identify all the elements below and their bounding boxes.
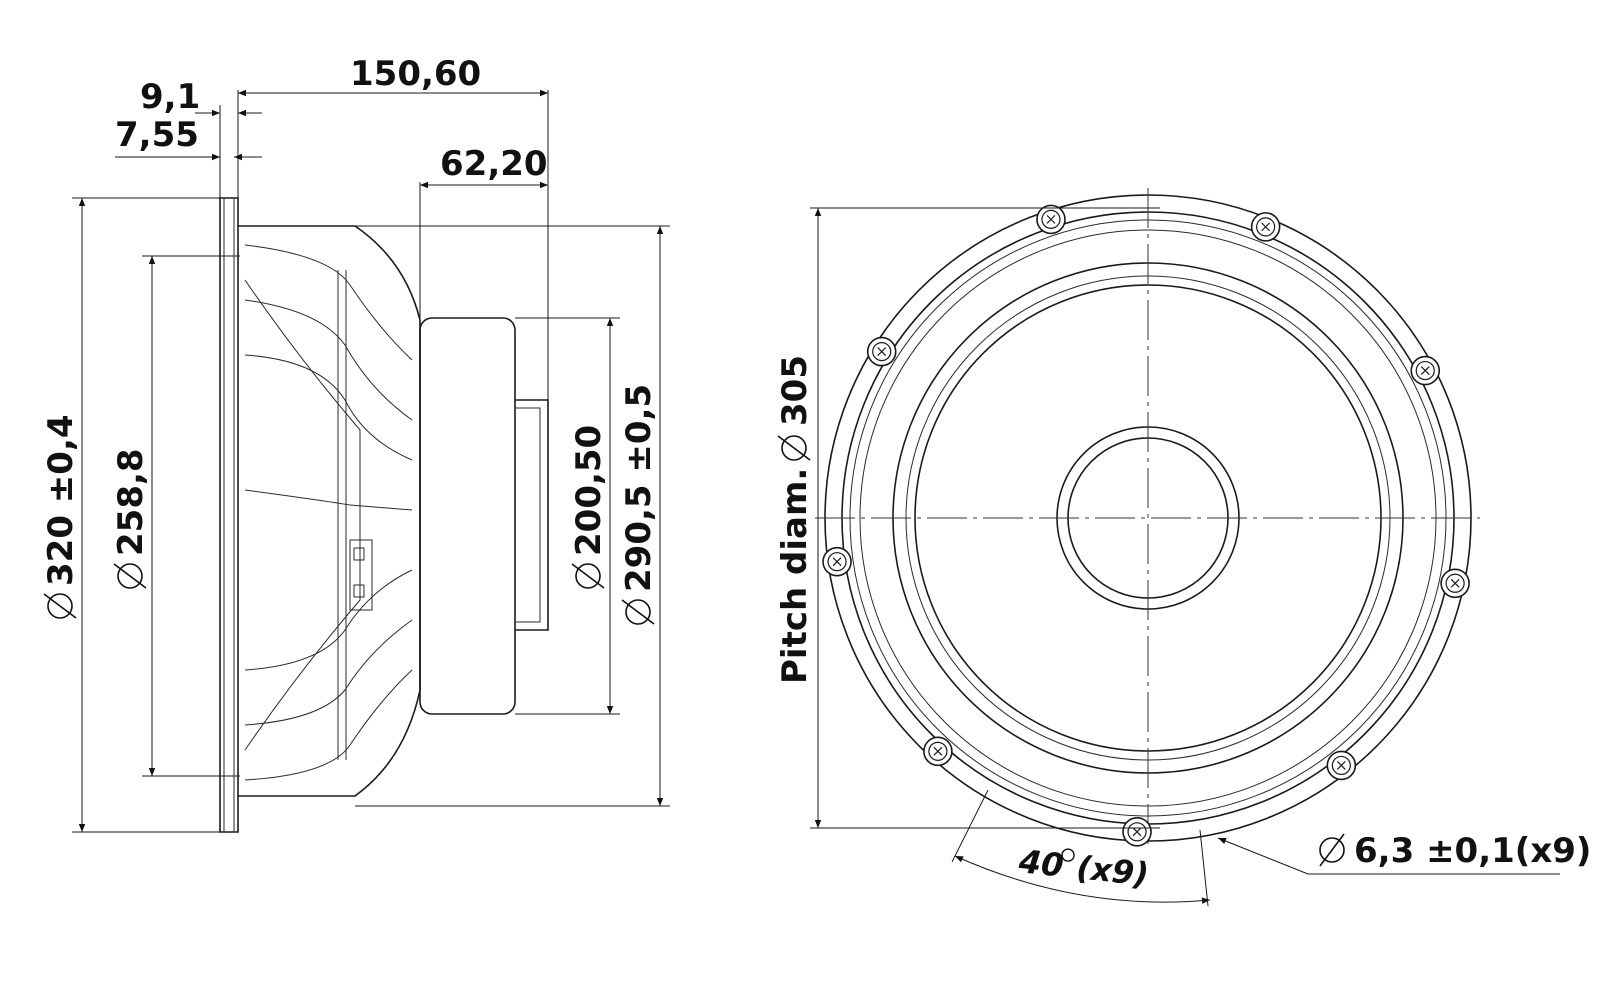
flange-thickness-label: 9,1 [140,77,200,117]
mounting-hole [1410,355,1441,386]
hole-diameter-text: 6,3 ±0,1(x9) [1319,831,1591,871]
diameter-symbol [571,563,605,589]
flange-inner [223,198,235,832]
front-dimensions: Pitch diam. 305 40 (x9) 6,3 ±0,1(x9) [775,207,1591,907]
front-view [815,188,1480,848]
hole-diameter-label: 6,3 ±0,1(x9) [1354,831,1591,871]
hole-leader [1217,837,1309,875]
mounting-hole [923,736,953,767]
side-view [219,197,549,833]
angle-text: 40 (x9) [1016,842,1150,894]
angle-value-label: 40 [1016,842,1065,885]
cone-diameter-text: 258,8 [111,448,151,589]
magnet-back-plate-inner [515,407,541,623]
magnet-body [419,317,516,715]
depth-label: 150,60 [350,54,481,94]
angle-count-label: (x9) [1075,848,1151,893]
mounting-hole [1122,817,1152,847]
mounting-hole [1440,568,1470,599]
angle-leader-1 [951,789,989,863]
terminal-block [349,539,373,611]
mounting-hole [1326,750,1357,781]
basket-rib-2 [244,299,413,421]
angle-arc [954,855,1211,904]
outer-diameter-label: 320 ±0,4 [41,414,81,586]
diameter-symbol [43,593,77,619]
flange-outline [219,197,239,833]
basket-rib-3 [244,354,413,461]
basket-rib-6 [244,619,413,726]
cutout-label: 290,5 ±0,5 [619,384,659,592]
basket-rib-7 [244,669,413,781]
angle-leader-2 [1199,829,1209,907]
basket-rib-5 [244,569,413,671]
magnet-diameter-label: 200,50 [569,425,609,556]
pitch-label: Pitch diam. [775,468,815,684]
magnet-diameter-text: 200,50 [569,425,609,589]
basket-rib-1 [244,244,413,361]
terminal-pin-1 [353,547,365,561]
mounting-holes [822,204,1470,847]
pitch-diameter-label: 305 [775,355,815,426]
cone-profile [244,279,361,751]
outer-diameter-text: 320 ±0,4 [41,414,81,619]
basket-rib-4 [244,489,413,511]
degree-symbol [1061,848,1075,862]
basket-post [337,270,347,760]
diameter-symbol [113,563,147,589]
side-dimensions: 150,60 9,1 7,55 62,20 320 ±0,4 [41,54,670,833]
magnet-back-plate [515,399,549,631]
diameter-symbol [1319,833,1345,867]
cutout-text: 290,5 ±0,5 [619,384,659,625]
pitch-diameter-text: Pitch diam. 305 [775,355,815,684]
mounting-hole [1036,204,1066,235]
magnet-depth-label: 62,20 [440,144,548,184]
diameter-symbol [621,599,655,625]
cone-diameter-label: 258,8 [111,448,151,556]
mounting-hole [866,336,897,367]
terminal-pin-2 [353,584,365,598]
mounting-hole [1250,212,1281,242]
diameter-symbol [777,435,811,461]
mounting-hole [822,546,852,577]
flange-offset-label: 7,55 [115,115,199,155]
basket-outline [238,225,421,797]
